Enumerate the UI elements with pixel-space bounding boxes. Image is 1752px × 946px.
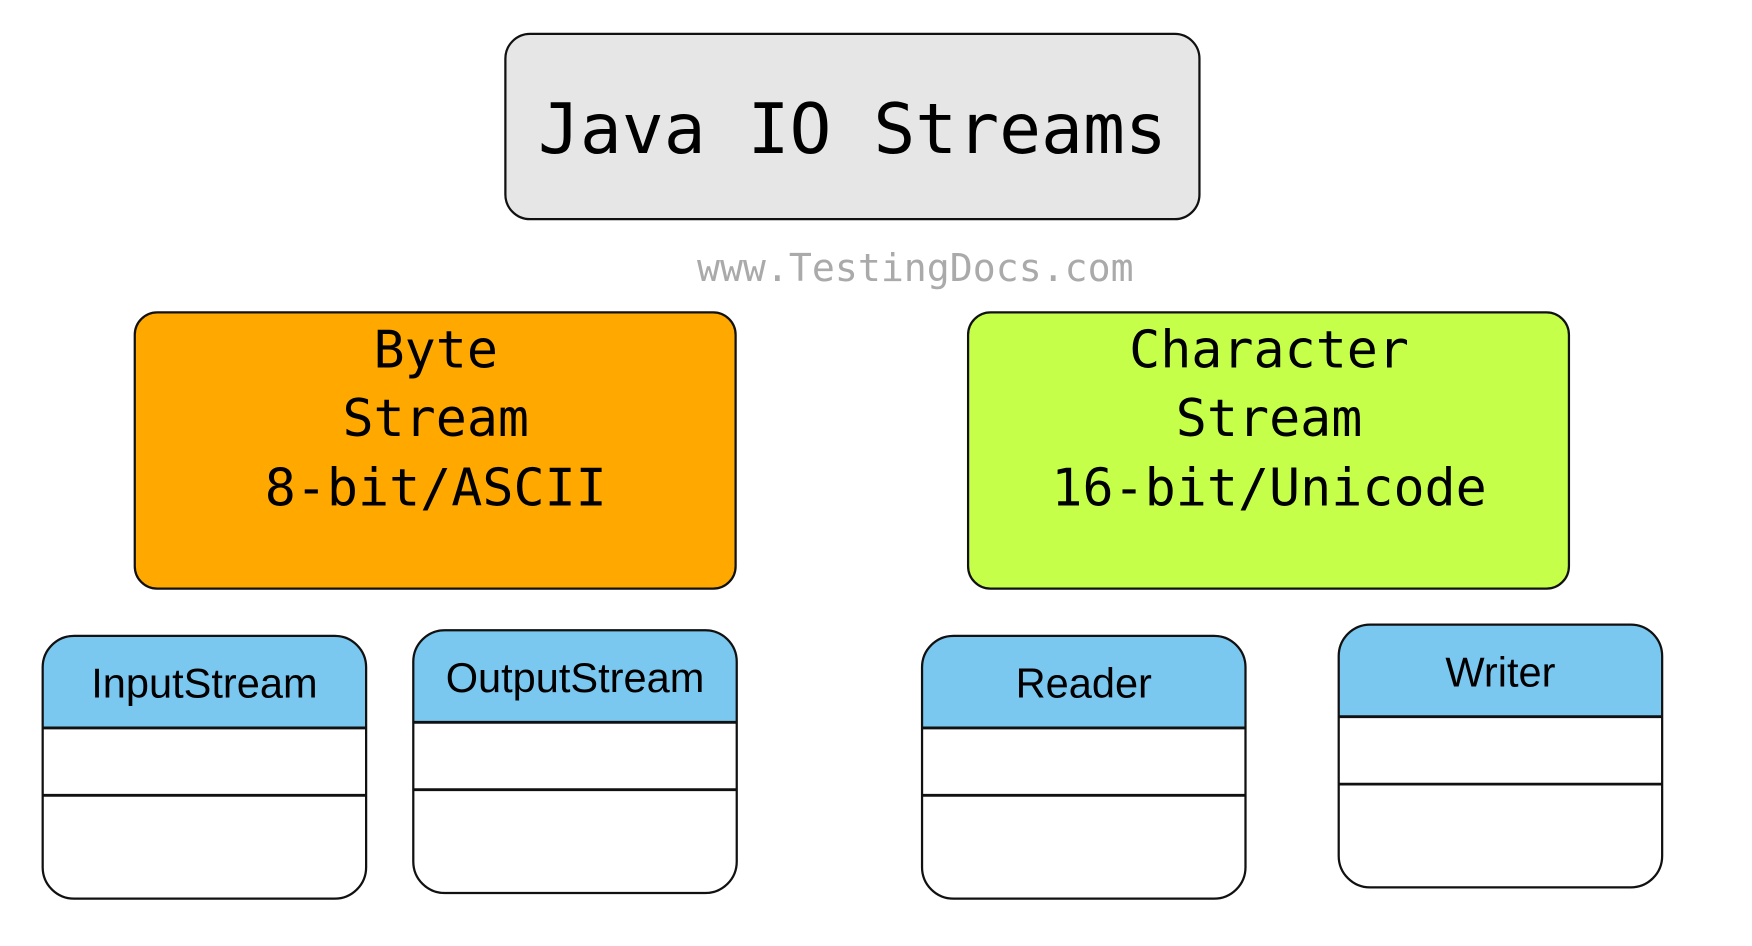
class-name: Writer — [1445, 648, 1555, 695]
char-line-1: Character — [1129, 320, 1409, 380]
class-name: Reader — [1016, 660, 1152, 707]
class-name: InputStream — [91, 660, 317, 707]
char-line-3: 16-bit/Unicode — [1051, 459, 1486, 519]
class-node-4: Writer — [1337, 623, 1664, 889]
class-header — [42, 635, 367, 728]
class-node-2: OutputStream — [412, 629, 738, 895]
byte-line-1: Byte — [374, 320, 498, 380]
character-stream-node: Character Stream 16-bit/Unicode — [966, 311, 1571, 590]
title-text: Java IO Streams — [538, 89, 1167, 170]
class-node-3: Reader — [920, 634, 1247, 900]
title-node: Java IO Streams — [504, 32, 1201, 221]
byte-stream-node: Byte Stream 8-bit/ASCII — [133, 311, 737, 590]
class-name: OutputStream — [446, 654, 705, 701]
class-node-1: InputStream — [41, 634, 368, 900]
class-header — [922, 635, 1246, 728]
class-header — [413, 630, 737, 723]
class-header — [1338, 624, 1663, 717]
watermark: www.TestingDocs.com — [697, 247, 1134, 291]
char-line-2: Stream — [1176, 389, 1363, 449]
byte-line-2: Stream — [342, 389, 529, 449]
byte-line-3: 8-bit/ASCII — [265, 459, 607, 519]
